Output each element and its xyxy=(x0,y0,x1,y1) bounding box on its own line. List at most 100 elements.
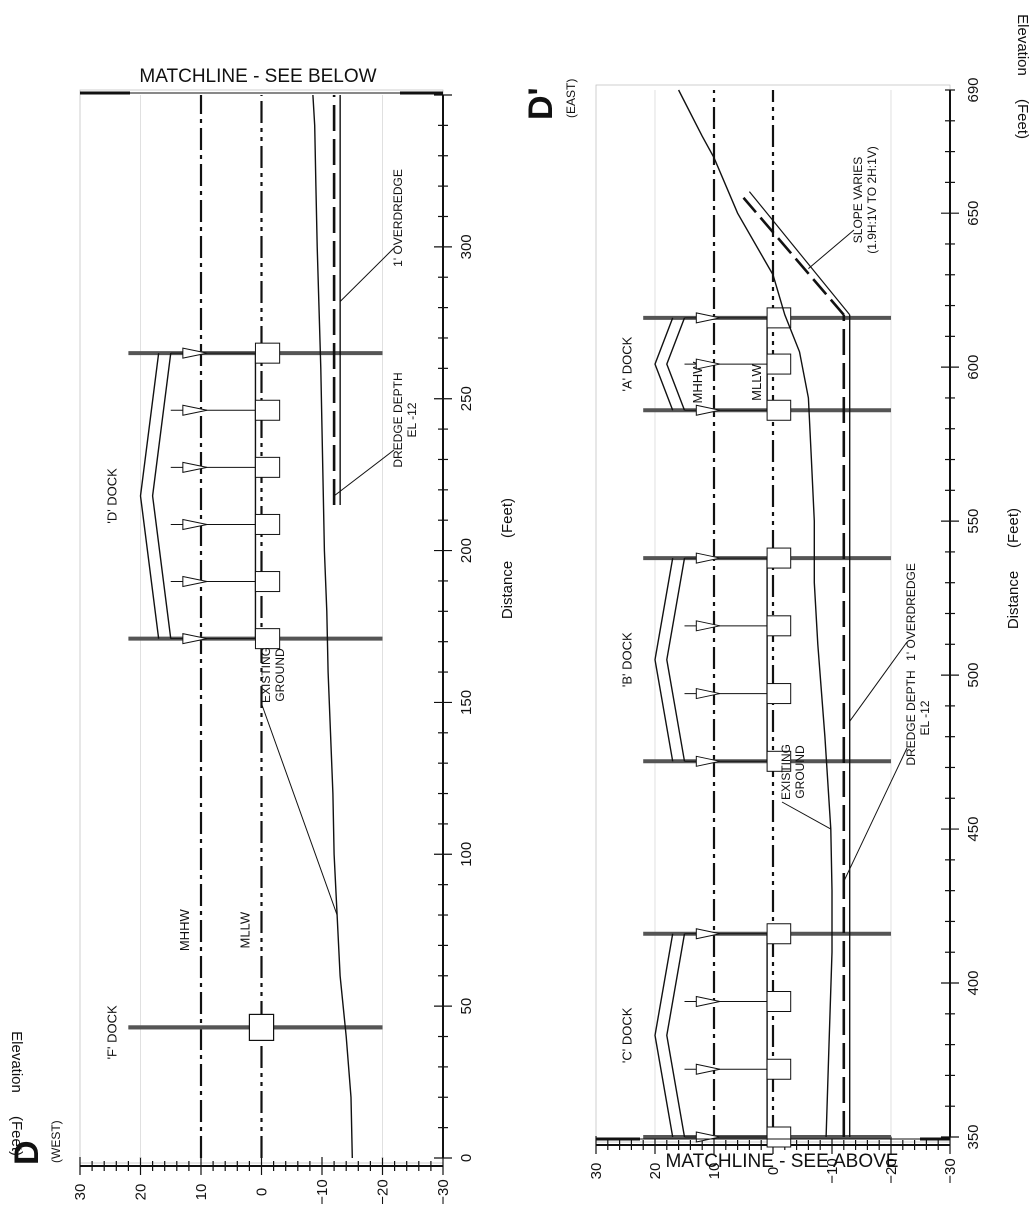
dock-float xyxy=(254,342,281,364)
dock-float xyxy=(766,1058,792,1080)
dock-deck-inner xyxy=(666,317,686,411)
mhhw-label-line: MHHW xyxy=(177,909,192,952)
elevation-tick-label-line: 30 xyxy=(72,1184,89,1201)
dock-label-line: 'B' DOCK xyxy=(619,632,634,687)
callout-leader xyxy=(781,801,832,830)
dock-float xyxy=(254,513,281,535)
annotation-callout: 1' OVERDREDGE xyxy=(391,169,405,267)
distance-tick-label: 300 xyxy=(458,234,475,259)
annotation-callout-line: EXISTING xyxy=(259,647,273,703)
dock-deck xyxy=(139,353,160,639)
elevation-tick-label-line: 20 xyxy=(647,1163,664,1180)
dock-float xyxy=(766,399,792,421)
dock-bracket xyxy=(182,461,208,473)
annotation-callout-line: DREDGE DEPTH xyxy=(391,372,405,467)
annotation-callout-line: EXISTING xyxy=(779,744,793,800)
upper-x-axis-title: Distance (Feet) xyxy=(499,498,516,619)
distance-tick-label-line: 50 xyxy=(458,998,475,1015)
distance-tick-label-line: 350 xyxy=(965,1124,982,1149)
mllw-label-line: MLLW xyxy=(749,364,764,401)
distance-tick-label-line: 150 xyxy=(458,690,475,715)
elevation-tick-label: 10 xyxy=(193,1184,210,1201)
mhhw-label-line: MHHW xyxy=(690,361,705,404)
annotation-callout-line: 1' OVERDREDGE xyxy=(904,563,918,661)
lower-y-axis-unit: (Feet) xyxy=(1014,99,1031,139)
dock-deck xyxy=(654,933,674,1138)
distance-tick-label: 550 xyxy=(965,509,982,534)
section-direction-west: (WEST) xyxy=(49,1120,63,1163)
dock-bracket xyxy=(182,404,208,416)
upper-y-axis-label: Elevation xyxy=(8,1031,25,1093)
callout-leader xyxy=(849,641,908,722)
dock-bracket xyxy=(695,620,721,632)
elevation-tick-label: −20 xyxy=(375,1179,392,1204)
mhhw-label: MHHW xyxy=(690,361,705,404)
dredge-slope-line xyxy=(742,196,845,316)
dock-float xyxy=(254,456,281,478)
dock-label-line: 'F' DOCK xyxy=(104,1005,119,1059)
dock-bracket xyxy=(695,1131,721,1143)
distance-tick-label-line: 500 xyxy=(965,663,982,688)
matchline-see-below: MATCHLINE - SEE BELOW xyxy=(139,66,376,87)
elevation-tick-label-line: −30 xyxy=(942,1158,959,1183)
distance-tick-label-line: 300 xyxy=(458,234,475,259)
dock-float xyxy=(766,1126,792,1148)
elevation-tick-label: −20 xyxy=(883,1158,900,1183)
section-direction-east: (EAST) xyxy=(564,79,578,118)
dock-bracket xyxy=(695,552,721,564)
dock-bracket xyxy=(695,755,721,767)
elevation-tick-label: 10 xyxy=(706,1163,723,1180)
annotation-callout-line: DREDGE DEPTH xyxy=(904,670,918,765)
annotation-callout-line: 1' OVERDREDGE xyxy=(391,169,405,267)
dock-label: 'F' DOCK xyxy=(104,1005,119,1059)
dock-float xyxy=(766,750,792,772)
annotation-callout-line: EL -12 xyxy=(918,700,932,735)
dock-deck-inner xyxy=(151,353,172,639)
upper-y-axis-title: Elevation (Feet) xyxy=(8,1031,25,1156)
distance-tick-label: 450 xyxy=(965,817,982,842)
dock-float xyxy=(254,399,281,421)
callout-leader xyxy=(333,449,395,497)
dock-structure xyxy=(128,342,383,650)
distance-tick-label: 50 xyxy=(458,998,475,1015)
distance-tick-label-line: 690 xyxy=(965,77,982,102)
distance-tick-label: 250 xyxy=(458,386,475,411)
distance-tick-label-line: 650 xyxy=(965,201,982,226)
dock-bracket xyxy=(695,404,721,416)
upper-x-axis-label: Distance xyxy=(499,561,516,619)
dock-bracket xyxy=(695,687,721,700)
upper-x-axis-unit: (Feet) xyxy=(499,498,516,538)
elevation-tick-label-line: 0 xyxy=(254,1188,271,1196)
dock-float xyxy=(254,628,281,650)
distance-tick-label-line: 450 xyxy=(965,817,982,842)
distance-tick-label: 690 xyxy=(965,77,982,102)
dock-float xyxy=(254,571,281,593)
dock-label: 'A' DOCK xyxy=(619,336,634,391)
section-mark-d-prime: D' xyxy=(522,87,560,120)
distance-tick-label-line: 100 xyxy=(458,842,475,867)
elevation-tick-label: −10 xyxy=(314,1179,331,1204)
elevation-tick-label-line: 0 xyxy=(765,1167,782,1175)
lower-x-axis-title: Distance (Feet) xyxy=(1005,508,1022,629)
dock-structure xyxy=(643,307,891,421)
dock-bracket xyxy=(182,518,208,531)
existing-ground-line xyxy=(677,89,833,1138)
dock-float xyxy=(248,1013,275,1042)
callout-leader xyxy=(261,704,338,916)
section-d-prime-east: D' (EAST) Elevation (Feet) Distance (Fee… xyxy=(522,14,1031,1184)
dock-label-line: 'D' DOCK xyxy=(104,468,119,524)
distance-tick-label: 600 xyxy=(965,355,982,380)
distance-tick-label: 400 xyxy=(965,971,982,996)
annotation-callout-line: (1.9H:1V TO 2H:1V) xyxy=(865,146,879,254)
dock-structure xyxy=(643,547,891,772)
dock-bracket xyxy=(695,995,721,1008)
dock-float xyxy=(766,615,792,637)
elevation-tick-label: 0 xyxy=(254,1188,271,1196)
elevation-tick-label-line: 30 xyxy=(588,1163,605,1180)
dock-label: 'C' DOCK xyxy=(619,1007,634,1063)
distance-tick-label: 100 xyxy=(458,842,475,867)
annotation-callout: 1' OVERDREDGE xyxy=(904,563,918,661)
